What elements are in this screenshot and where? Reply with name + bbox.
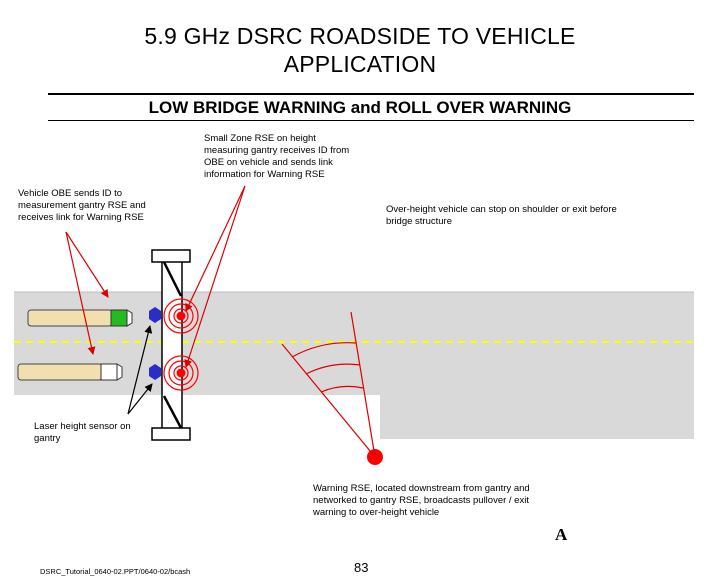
- callout-arrows: [65, 185, 246, 368]
- broadcast-boundary: [281, 343, 376, 458]
- vehicle-trailer: [17, 363, 103, 381]
- signal-ring: [168, 360, 194, 386]
- broadcast-arc: [291, 342, 357, 358]
- arrow-laser-upper: [127, 325, 153, 415]
- vehicle-front: [116, 363, 123, 381]
- roadway: [14, 291, 694, 439]
- laser-sensor-upper: [149, 307, 161, 323]
- small-zone-rse-lower: [163, 355, 199, 391]
- title-line-1: 5.9 GHz DSRC ROADSIDE TO VEHICLE: [144, 23, 576, 49]
- gantry: [151, 249, 191, 441]
- exit-ramp: [380, 392, 694, 439]
- callout-vehicle-obe: Vehicle OBE sends ID to measurement gant…: [18, 188, 146, 223]
- signal-ring: [173, 308, 189, 324]
- rse-dot: [176, 368, 186, 378]
- subtitle: LOW BRIDGE WARNING and ROLL OVER WARNING: [148, 98, 572, 117]
- broadcast-boundary: [350, 311, 376, 458]
- gantry-post-bottom: [151, 427, 191, 441]
- laser-callout-arrows: [127, 325, 153, 415]
- page-title: 5.9 GHz DSRC ROADSIDE TO VEHICLE APPLICA…: [0, 22, 720, 78]
- vehicle-lower: [17, 363, 123, 381]
- road-surface: [14, 292, 694, 395]
- signal-ring: [163, 298, 199, 334]
- gantry-post-top: [151, 249, 191, 263]
- signal-ring: [173, 365, 189, 381]
- footer-filename: DSRC_Tutorial_0640-02.PPT/0640-02/bcash: [40, 567, 191, 576]
- callout-laser-sensor: Laser height sensor on gantry: [34, 421, 131, 444]
- rse-dot: [176, 311, 186, 321]
- vehicle-cab: [100, 363, 118, 381]
- small-zone-rse-upper: [163, 298, 199, 334]
- broadcast-arc: [320, 385, 364, 393]
- vehicle-upper: [27, 309, 133, 327]
- vehicle-trailer: [27, 309, 113, 327]
- callout-over-height: Over-height vehicle can stop on shoulder…: [386, 204, 617, 227]
- page-number: 83: [354, 560, 369, 575]
- title-line-2: APPLICATION: [283, 51, 437, 77]
- arrow-small-zone-upper: [185, 185, 246, 312]
- arrow-laser-lower: [127, 383, 153, 415]
- callout-small-zone-rse: Small Zone RSE on height measuring gantr…: [204, 133, 350, 180]
- laser-sensor-lower: [149, 364, 161, 380]
- vehicle-cab: [110, 309, 128, 327]
- title-divider-thick: [48, 93, 694, 95]
- gantry-brace: [162, 261, 183, 297]
- callout-warning-rse: Warning RSE, located downstream from gan…: [313, 483, 530, 518]
- signal-ring: [163, 355, 199, 391]
- gantry-brace: [162, 395, 183, 429]
- broadcast-arc: [305, 363, 361, 375]
- title-divider-thin: [48, 120, 694, 121]
- warning-rse: [281, 311, 383, 465]
- signal-ring: [168, 303, 194, 329]
- arrow-vehicle-upper: [65, 231, 109, 298]
- arrow-vehicle-lower: [65, 231, 96, 355]
- vehicle-front: [126, 309, 133, 327]
- corner-stamp: A: [555, 525, 568, 544]
- arrow-small-zone-lower: [184, 185, 246, 368]
